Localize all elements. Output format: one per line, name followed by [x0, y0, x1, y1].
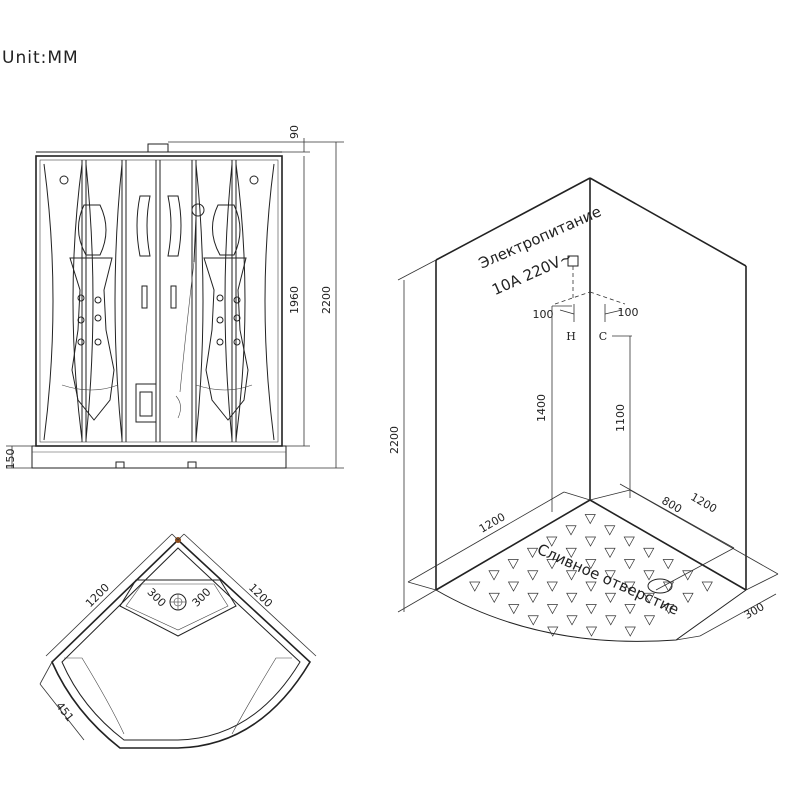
tray-triangle — [662, 559, 674, 570]
tray-pattern — [469, 514, 713, 637]
tray-triangle — [584, 514, 596, 525]
tray-triangle — [682, 570, 694, 581]
drain-side: 300 — [742, 600, 767, 622]
top-view: 1200 1200 300 300 451 — [39, 533, 317, 749]
tray-triangle — [604, 570, 616, 581]
tray-triangle — [585, 604, 597, 615]
tray-triangle — [546, 536, 558, 547]
tray-triangle — [526, 547, 539, 558]
dim-panel-height: 1960 — [288, 286, 301, 314]
tray-triangle — [527, 570, 539, 581]
drain-distance: 800 — [659, 494, 684, 516]
shower-head-icon — [191, 203, 205, 217]
hot-height: 1400 — [535, 394, 548, 422]
tray-triangle — [585, 559, 597, 570]
tray-triangle — [488, 592, 500, 603]
tray-triangle — [623, 559, 636, 570]
tray-triangle — [566, 592, 578, 603]
tray-triangle — [546, 604, 559, 615]
tray-outline — [51, 538, 312, 749]
tray-triangle — [701, 581, 713, 592]
tray-triangle — [546, 581, 558, 592]
tray-triangle — [624, 604, 636, 615]
left-jets — [77, 294, 102, 346]
tray-triangle — [507, 581, 520, 592]
right-jets — [216, 294, 241, 346]
tray-triangle — [624, 626, 636, 637]
right-width: 1200 — [688, 490, 719, 515]
tray-triangle — [565, 570, 578, 581]
drain-offset-left: 300 — [144, 586, 168, 610]
tray-triangle — [624, 581, 636, 592]
tray-triangle — [547, 626, 559, 637]
tray-triangle — [623, 536, 635, 547]
wall-height: 2200 — [388, 426, 401, 454]
drain-offset-right: 300 — [190, 586, 214, 610]
tray-triangle — [643, 570, 655, 581]
tray-triangle — [643, 547, 655, 558]
tray-triangle — [565, 547, 577, 558]
front-view: 90 1960 2200 150 — [4, 125, 344, 470]
tray-triangle — [643, 615, 656, 626]
iso-view: H C 100 100 1400 1100 2200 1200 1200 800… — [388, 177, 779, 642]
tray-triangle — [604, 592, 617, 603]
tray-triangle — [566, 615, 578, 626]
tray-triangle — [585, 626, 598, 637]
tray-triangle — [565, 525, 577, 536]
tray-triangle — [469, 581, 481, 592]
tray-triangle — [527, 615, 539, 626]
tray-triangle — [604, 525, 616, 536]
tray-triangle — [643, 592, 655, 603]
tray-triangle — [546, 559, 558, 570]
hot-mark: H — [566, 330, 576, 343]
left-width: 1200 — [477, 510, 508, 535]
tray-triangle — [488, 570, 500, 581]
cold-offset: 100 — [618, 306, 639, 319]
tray-triangle — [663, 604, 675, 615]
hot-offset: 100 — [533, 308, 554, 321]
tray-triangle — [585, 581, 597, 592]
unit-label: Unit:MM — [2, 48, 79, 68]
tray-triangle — [604, 547, 616, 558]
tray-triangle — [527, 592, 539, 603]
tray-triangle — [682, 592, 694, 603]
dim-base: 150 — [4, 449, 17, 470]
tray-triangle — [662, 581, 675, 592]
iso-drain-icon — [647, 578, 673, 594]
door-depth: 451 — [53, 700, 76, 725]
tray-triangle — [508, 604, 520, 615]
dim-top-cap: 90 — [288, 125, 301, 139]
tray-triangle — [605, 615, 617, 626]
tray-triangle — [584, 536, 597, 547]
dim-total-height: 2200 — [320, 286, 333, 314]
cold-mark: C — [599, 330, 607, 343]
front-base — [31, 445, 287, 469]
tray-triangle — [507, 559, 519, 570]
cold-height: 1100 — [614, 404, 627, 432]
